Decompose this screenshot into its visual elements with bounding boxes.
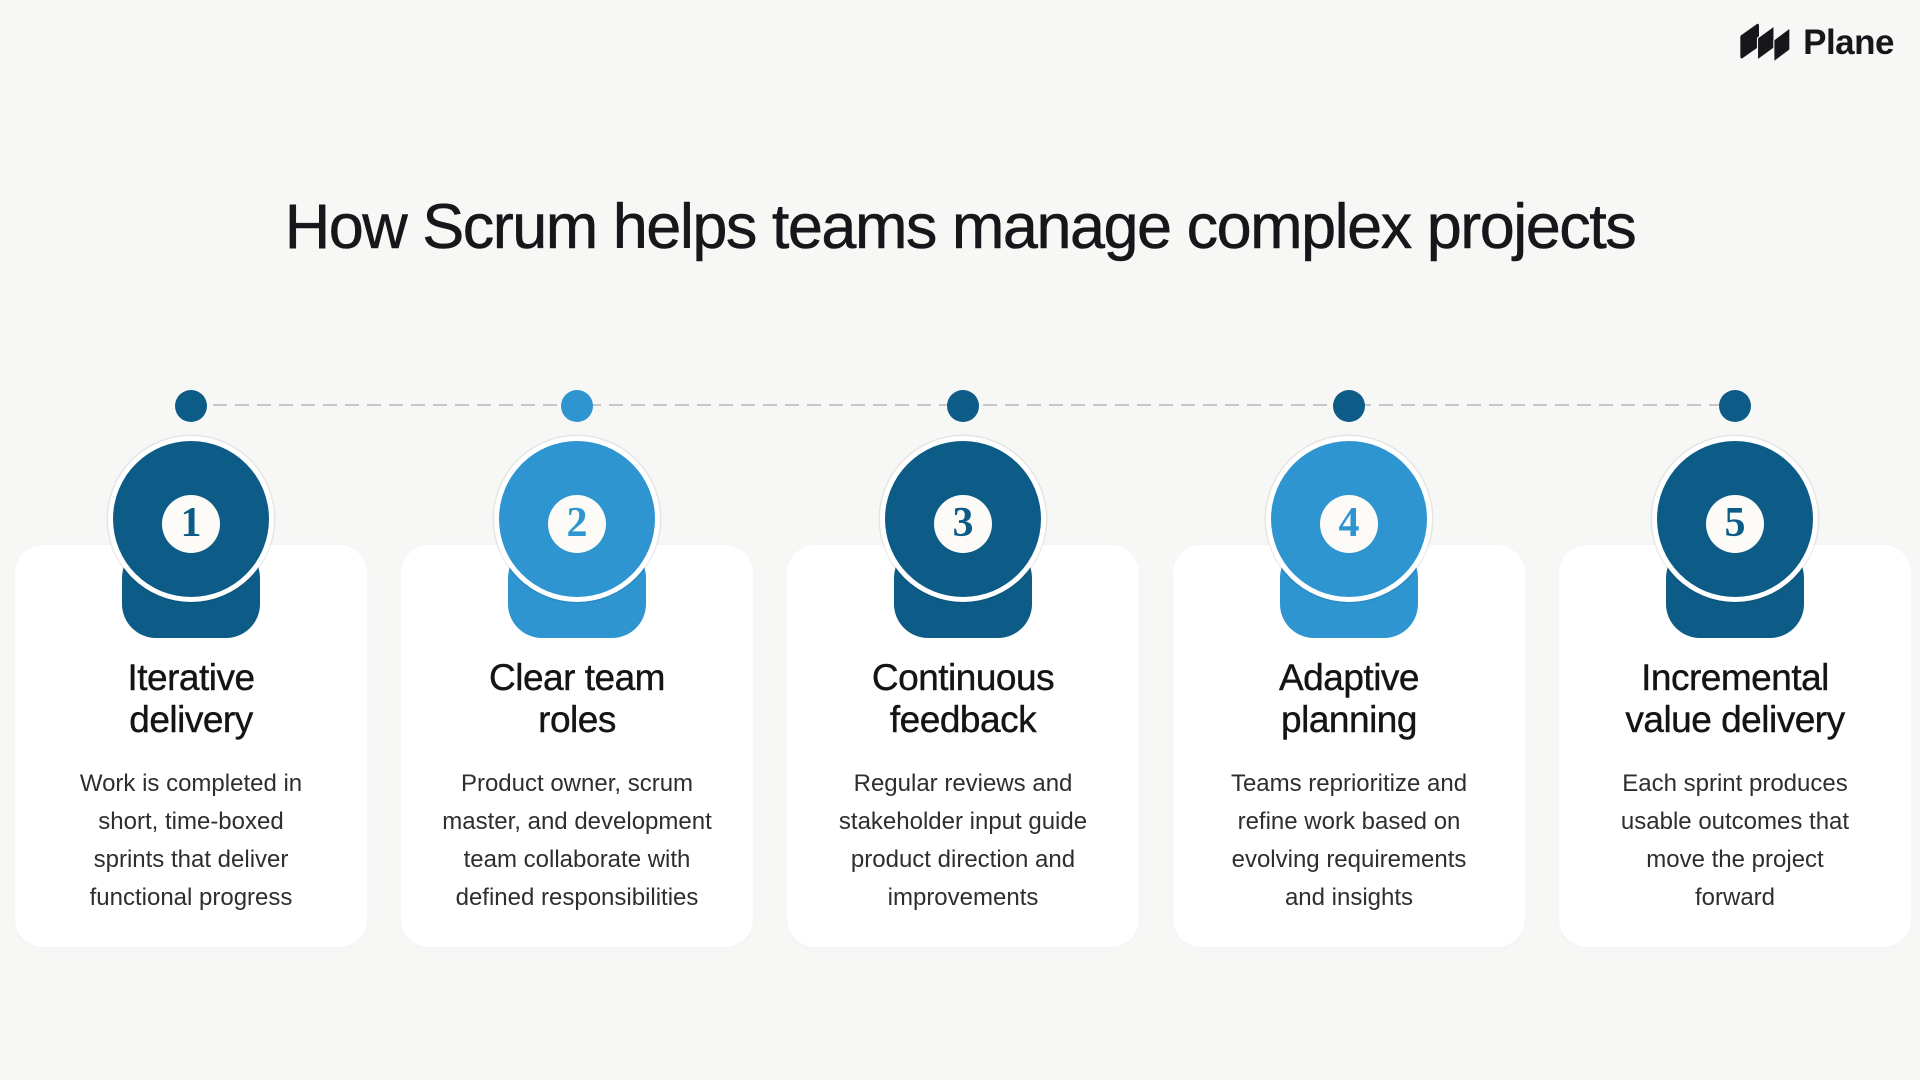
timeline-dot — [561, 390, 593, 422]
step-description: Each sprint produces usable outcomes tha… — [1620, 770, 1850, 911]
step-number-badge: 5 — [1706, 495, 1764, 553]
step-title: Adaptive planning — [1279, 657, 1420, 740]
step-title: Continuous feedback — [871, 657, 1055, 740]
timeline-dot — [947, 390, 979, 422]
marker-circle: 3 — [885, 441, 1041, 597]
step-number-badge: 3 — [934, 495, 992, 553]
timeline-dot — [175, 390, 207, 422]
marker-circle: 4 — [1271, 441, 1427, 597]
step-card: Adaptive planning Teams reprioritize and… — [1173, 545, 1525, 947]
step-number: 2 — [566, 499, 588, 546]
step-number-badge: 2 — [548, 495, 606, 553]
step-number-badge: 1 — [162, 495, 220, 553]
step-number: 5 — [1724, 499, 1746, 546]
step-number: 3 — [952, 499, 974, 546]
step-number: 1 — [180, 499, 202, 546]
brand-logo: Plane — [1738, 22, 1894, 64]
brand-name: Plane — [1803, 23, 1894, 62]
step-title: Clear team roles — [489, 657, 666, 740]
step-column-1: 1 Iterative delivery Work is completed i… — [15, 390, 367, 947]
step-number: 4 — [1338, 499, 1360, 546]
step-column-2: 2 Clear team roles Product owner, scrum … — [401, 390, 753, 947]
step-number-badge: 4 — [1320, 495, 1378, 553]
step-title: Iterative delivery — [127, 657, 255, 740]
timeline-dot — [1333, 390, 1365, 422]
plane-logo-icon — [1740, 23, 1791, 62]
page-title: How Scrum helps teams manage complex pro… — [284, 192, 1637, 262]
step-description: Product owner, scrum master, and develop… — [442, 770, 712, 911]
step-description: Teams reprioritize and refine work based… — [1230, 770, 1468, 911]
steps-row: 1 Iterative delivery Work is completed i… — [15, 390, 1911, 947]
step-description: Work is completed in short, time-boxed s… — [79, 770, 303, 911]
marker-circle: 2 — [499, 441, 655, 597]
marker-circle: 1 — [113, 441, 269, 597]
timeline-dot — [1719, 390, 1751, 422]
step-column-5: 5 Incremental value delivery Each sprint… — [1559, 390, 1911, 947]
step-title: Incremental value delivery — [1625, 657, 1845, 740]
step-description: Regular reviews and stakeholder input gu… — [838, 770, 1088, 911]
marker-circle: 5 — [1657, 441, 1813, 597]
step-column-4: 4 Adaptive planning Teams reprioritize a… — [1173, 390, 1525, 947]
step-column-3: 3 Continuous feedback Regular reviews an… — [787, 390, 1139, 947]
